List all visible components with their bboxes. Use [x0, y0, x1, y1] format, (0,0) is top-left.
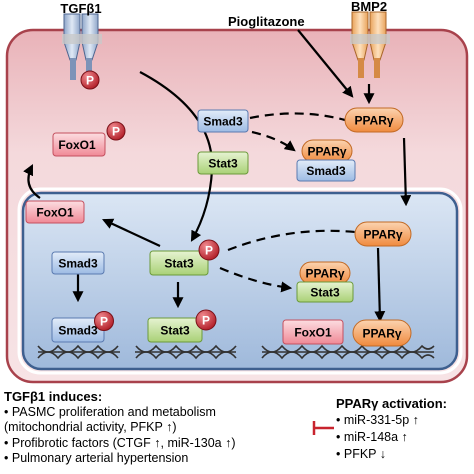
dna-smad3-label: Smad3 [58, 324, 98, 338]
nuc-smad3-node [51, 251, 105, 275]
arrow-pparg-cyto-down [400, 137, 412, 207]
cyto-foxo1-label: FoxO1 [58, 138, 96, 152]
pparg-effect-item: PFKP ↓ [336, 446, 472, 463]
phospho-label: P [202, 314, 210, 328]
nuc-pparg-label: PPARγ [363, 228, 402, 242]
dna-pparg-node [352, 319, 412, 347]
nucleus-envelope [17, 187, 463, 375]
nuc-stat3-label: Stat3 [164, 257, 194, 271]
nuc-complex-stat3-node [296, 281, 354, 303]
phospho-cyto-foxo1 [106, 121, 126, 141]
tgfb1-receptor [62, 13, 102, 80]
phospho-dna-smad3 [94, 311, 114, 331]
nucleus [21, 191, 459, 371]
arrow-pparg-nuc-down [374, 247, 386, 323]
tgfb1-effect-item: Profibrotic factors (CTGF ↑, miR-130a ↑) [4, 436, 304, 452]
phospho-label: P [100, 315, 108, 329]
cyto-stat3-node [197, 151, 249, 175]
nuc-foxo1-node [25, 200, 85, 224]
nuc-complex-stat3-label: Stat3 [310, 286, 340, 300]
dashed-stat3-complex [219, 266, 293, 293]
cyto-pparg-label: PPARγ [354, 114, 393, 128]
dna-stat3-node [147, 317, 203, 343]
tgfb1-effects-header: TGFβ1 induces: [4, 389, 103, 404]
cyto-complex-smad3-node [296, 159, 356, 182]
cyto-foxo1-node [52, 132, 106, 157]
bmp2-label: BMP2 [351, 0, 387, 14]
cyto-complex-smad3-label: Smad3 [306, 164, 346, 178]
nuc-smad3-label: Smad3 [58, 257, 98, 271]
nuc-complex-pparg-label: PPARγ [305, 267, 344, 281]
pparg-effect-item: miR-148a ↑ [336, 429, 472, 446]
arrow-pioglitazone-pparg [297, 29, 354, 98]
phospho-label: P [112, 125, 120, 139]
cyto-complex-pparg-label: PPARγ [307, 145, 346, 159]
pparg-effect-item: miR-331-5p ↑ [336, 412, 472, 429]
tgfb1-effects-panel: TGFβ1 induces: PASMC proliferation and m… [4, 389, 304, 467]
arrow-foxo1-export [23, 164, 41, 199]
cyto-stat3-label: Stat3 [208, 157, 238, 171]
nuc-stat3-node [149, 250, 209, 276]
cyto-smad3-node [197, 109, 249, 133]
pioglitazone-label: Pioglitazone [228, 14, 305, 29]
tgfb1-effect-item: Pulmonary arterial hypertension [4, 451, 304, 467]
dashed-smad3-pparg [249, 112, 346, 122]
dna-foxo1-node [282, 319, 344, 345]
inhibition-icon [312, 421, 334, 435]
pparg-activation-panel: PPARγ activation: miR-331-5p ↑ miR-148a … [336, 395, 472, 463]
nuc-foxo1-label: FoxO1 [36, 206, 74, 220]
nuc-pparg-node [354, 221, 412, 247]
dna-stat3-label: Stat3 [160, 324, 190, 338]
cyto-smad3-label: Smad3 [203, 115, 243, 129]
bmp2-receptor [350, 11, 390, 78]
dashed-stat3-pparg-nuc [227, 229, 356, 252]
phospho-label: P [205, 244, 213, 258]
arrow-stat3-foxo1 [102, 218, 161, 247]
dna-foxo1-label: FoxO1 [294, 326, 332, 340]
phospho-nuc-stat3 [198, 239, 220, 261]
dna-pparg-label: PPARγ [362, 327, 401, 341]
tgfb1-effect-item: PASMC proliferation and metabolism [4, 405, 304, 421]
tgfb1-label: TGFβ1 [60, 1, 101, 16]
phospho-label: P [86, 74, 94, 88]
tgfb1-effect-item: (mitochondrial activity, PFKP ↑) [4, 420, 177, 435]
cyto-pparg-node [344, 107, 404, 133]
pparg-activation-header: PPARγ activation: [336, 396, 448, 411]
phospho-dna-stat3 [195, 309, 217, 331]
dashed-smad3-complex [251, 130, 296, 152]
dna-strand [37, 344, 435, 360]
phospho-receptor [80, 70, 100, 90]
